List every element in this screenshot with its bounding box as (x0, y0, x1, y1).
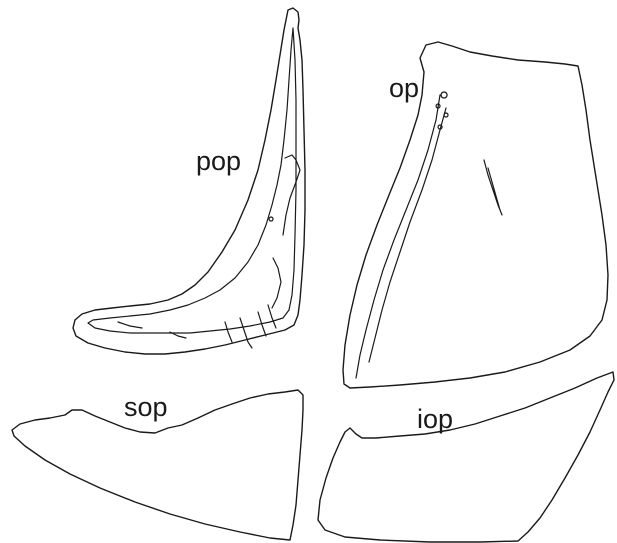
preopercle-bone (73, 8, 305, 354)
opercle-pore-4 (438, 125, 442, 129)
preopercle-canal-3 (225, 322, 232, 342)
interopercle-outline (318, 372, 614, 542)
preopercle-pore (269, 217, 273, 221)
preopercle-inner-crack (272, 258, 281, 308)
opercle-outline (343, 42, 608, 388)
preopercle-canal-1 (240, 318, 252, 348)
interopercle-label: iop (417, 406, 453, 433)
opercle-striation (484, 160, 502, 215)
preopercle-label: pop (196, 148, 241, 175)
interopercle-bone (318, 372, 614, 542)
opercle-bone (343, 42, 608, 388)
preopercle-ridge (283, 155, 300, 235)
opercle-label: op (389, 75, 419, 102)
preopercle-canal-6 (118, 322, 142, 328)
preopercle-outline (73, 8, 305, 354)
subopercle-label: sop (124, 394, 168, 421)
opercle-pore-1 (441, 92, 447, 98)
opercle-anterior-ridge (356, 95, 440, 378)
